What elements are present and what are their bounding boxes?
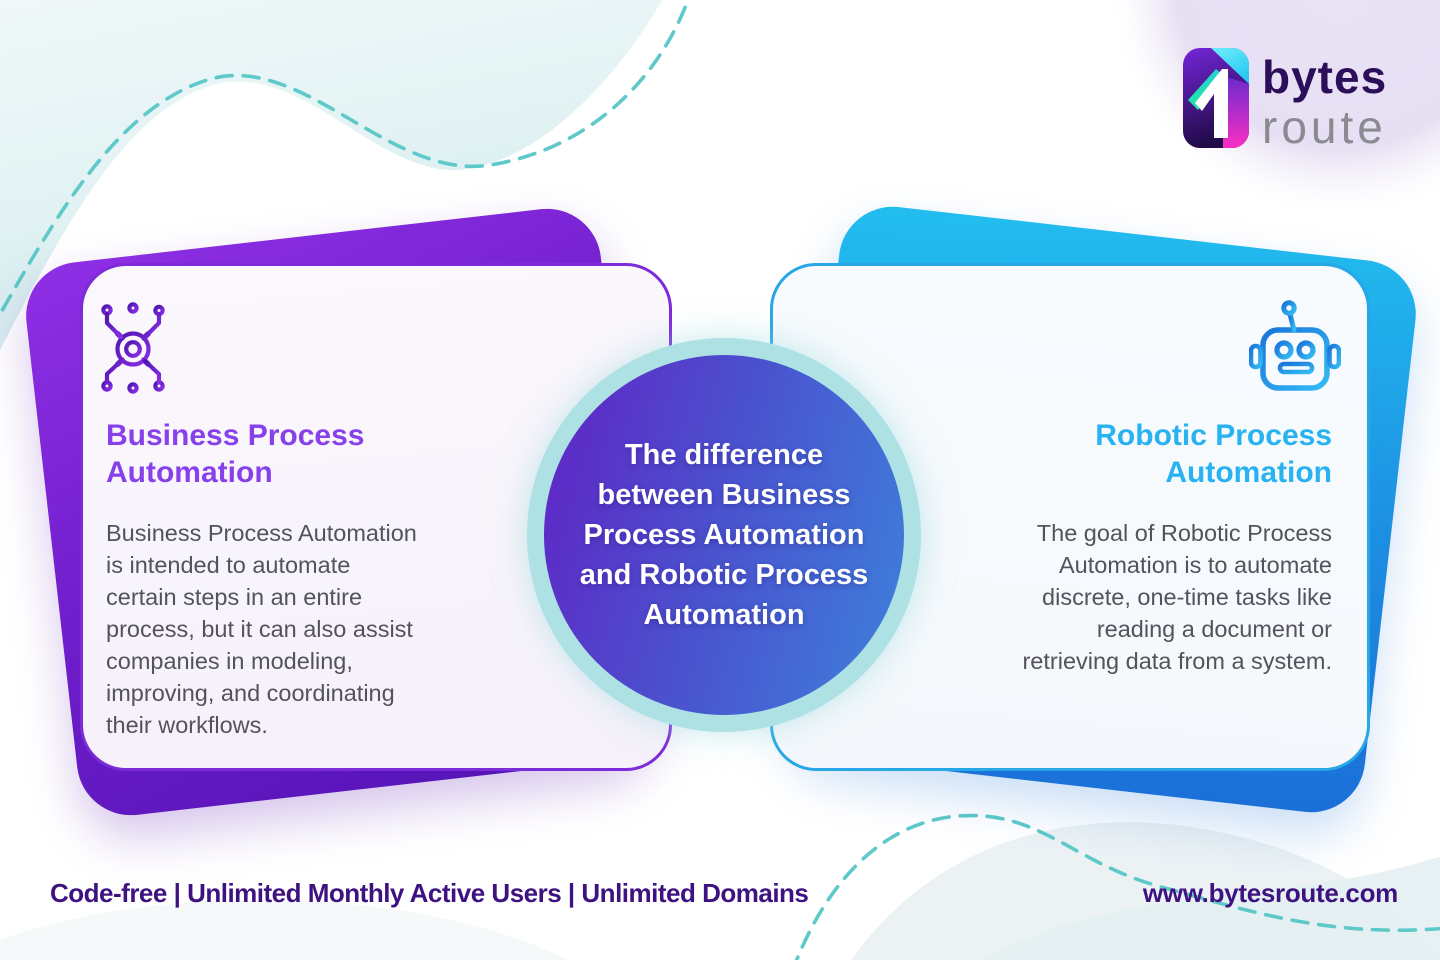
brand-name-bottom: route (1262, 101, 1387, 153)
brand-logo: bytes route (1183, 48, 1387, 150)
bottom-right-wash (983, 856, 1440, 960)
bottom-left-wash (0, 900, 569, 960)
bpa-description: Business Process Automation is intended … (106, 520, 417, 738)
footer-tagline: Code-free | Unlimited Monthly Active Use… (50, 878, 809, 908)
rpa-description: The goal of Robotic Process Automation i… (1022, 520, 1332, 674)
center-title: The difference between Business Process … (579, 438, 869, 632)
bottom-dashed-curve (794, 813, 1440, 960)
teal-wave-wash (0, 0, 662, 350)
top-dashed-curve (0, 0, 690, 318)
brand-name-top: bytes (1262, 51, 1388, 103)
gear-network-icon (101, 302, 165, 394)
rpa-title: Robotic Process Automation (1095, 419, 1332, 489)
bytesroute-logo-icon (1183, 48, 1249, 148)
bpa-title: Business Process Automation (106, 419, 365, 489)
robot-icon (1249, 300, 1341, 391)
center-circle: The difference between Business Process … (527, 338, 921, 732)
website-url: www.bytesroute.com (1142, 878, 1398, 908)
rpa-card: Robotic Process Automation The goal of R… (770, 263, 1370, 771)
center-circle-inner: The difference between Business Process … (544, 355, 904, 715)
brand-wordmark: bytes route (1262, 54, 1387, 150)
